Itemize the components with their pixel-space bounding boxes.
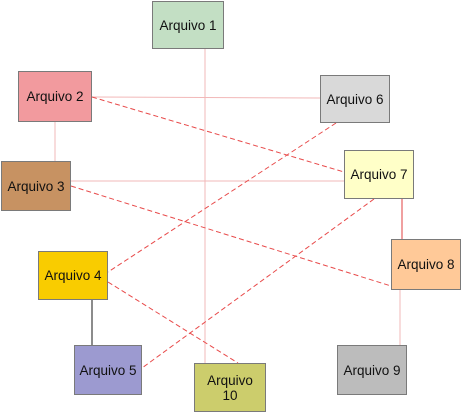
node-arquivo-5[interactable]: Arquivo 5 (74, 345, 142, 395)
node-arquivo-1[interactable]: Arquivo 1 (152, 1, 224, 49)
connector-n7-n5 (141, 198, 375, 369)
node-arquivo-7[interactable]: Arquivo 7 (344, 150, 414, 199)
node-arquivo-6[interactable]: Arquivo 6 (320, 75, 390, 123)
node-arquivo-9[interactable]: Arquivo 9 (337, 345, 407, 395)
connector-n6-n4 (107, 122, 337, 273)
connector-n2-n7 (91, 96, 345, 173)
connector-n2-n6 (91, 96, 321, 99)
node-arquivo-4[interactable]: Arquivo 4 (38, 251, 108, 300)
node-arquivo-8[interactable]: Arquivo 8 (391, 239, 461, 290)
node-arquivo-2[interactable]: Arquivo 2 (18, 71, 92, 122)
connector-n3-n8 (70, 185, 392, 287)
connector-n4-n10 (107, 281, 239, 364)
node-arquivo-3[interactable]: Arquivo 3 (1, 161, 71, 211)
node-arquivo-10[interactable]: Arquivo 10 (194, 363, 266, 412)
